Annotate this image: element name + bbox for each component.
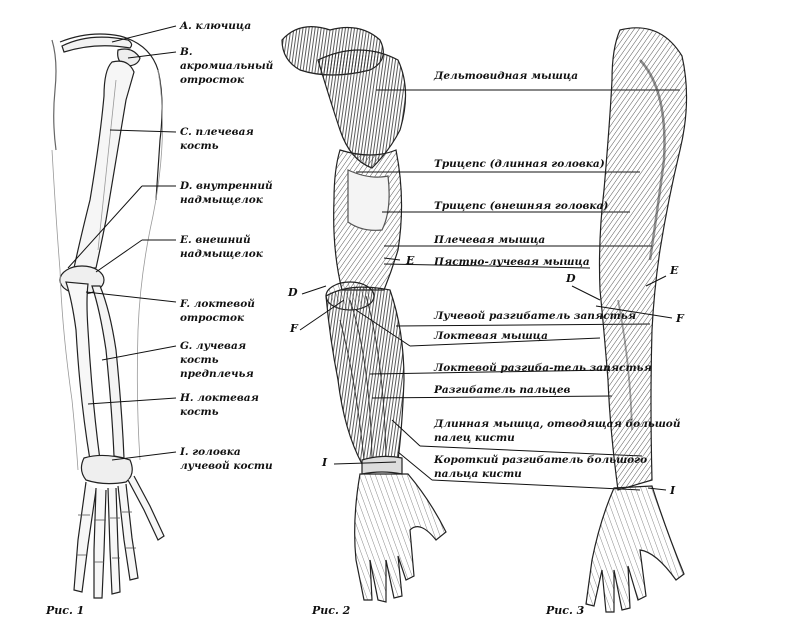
label-extensor-digitorum: Разгибатель пальцев	[434, 384, 571, 396]
fig3-letter-i: I	[670, 484, 676, 497]
label-lateral-epicondyle-line1: E. внешний	[180, 234, 251, 246]
label-triceps-long: Трицепс (длинная головка)	[434, 158, 605, 170]
label-triceps-lateral: Трицепс (внешняя головка)	[434, 200, 609, 212]
label-olecranon-line1: F. локтевой	[180, 298, 255, 310]
label-acromion-line1: акромиальный	[180, 60, 274, 72]
label-medial-epicondyle-line1: D. внутренний	[180, 180, 273, 192]
fig2-caption: Рис. 2	[312, 604, 351, 617]
label-olecranon-line2: отросток	[180, 312, 245, 324]
label-apl-line1: Длинная мышца, отводящая большой	[434, 418, 681, 430]
label-deltoid: Дельтовидная мышца	[434, 70, 579, 82]
label-epb-line1: Короткий разгибатель большого	[434, 454, 648, 466]
fig3-caption: Рис. 3	[546, 604, 585, 617]
label-radius-line1: G. лучевая	[180, 340, 247, 352]
muscle-arm	[281, 26, 447, 603]
label-brachioradialis: Пястно-лучевая мышца	[434, 256, 590, 268]
label-ulna-line2: кость	[180, 406, 219, 418]
label-radius-head-line2: лучевой кости	[180, 460, 273, 472]
label-epb-line2: пальца кисти	[434, 468, 522, 480]
fig2-letter-i: I	[322, 456, 328, 469]
fig1-caption: Рис. 1	[46, 604, 85, 617]
label-apl-line2: палец кисти	[434, 432, 515, 444]
label-brachialis: Плечевая мышца	[434, 234, 546, 246]
label-ecu: Локтевой разгиба-тель запястья	[434, 362, 652, 374]
label-acromion-line2: отросток	[180, 74, 245, 86]
label-medial-epicondyle-line2: надмыщелок	[180, 194, 263, 206]
skeleton-arm	[51, 33, 165, 599]
fig3-letter-e: E	[670, 264, 679, 277]
fig1-leader-lines	[67, 25, 177, 461]
label-acromion-letter: B.	[180, 46, 193, 58]
fig2-letter-d: D	[288, 286, 298, 299]
fig3-letter-d: D	[566, 272, 576, 285]
fig2-leader-lines	[299, 89, 680, 491]
label-clavicle: A. ключица	[180, 20, 252, 32]
label-radius-line2: кость	[180, 354, 219, 366]
surface-arm	[585, 27, 688, 613]
fig2-letter-e: E	[406, 254, 415, 267]
label-radius-head-line1: I. головка	[180, 446, 241, 458]
label-humerus-line1: C. плечевая	[180, 126, 254, 138]
label-lateral-epicondyle-line2: надмыщелок	[180, 248, 263, 260]
label-ecr: Лучевой разгибатель запястья	[434, 310, 637, 322]
fig2-letter-f: F	[290, 322, 298, 335]
label-humerus-line2: кость	[180, 140, 219, 152]
label-ulna-line1: H. локтевая	[180, 392, 259, 404]
fig3-leader-lines	[571, 275, 673, 491]
label-anconeus: Локтевая мышца	[434, 330, 548, 342]
fig3-letter-f: F	[676, 312, 684, 325]
label-radius-line3: предплечья	[180, 368, 254, 380]
